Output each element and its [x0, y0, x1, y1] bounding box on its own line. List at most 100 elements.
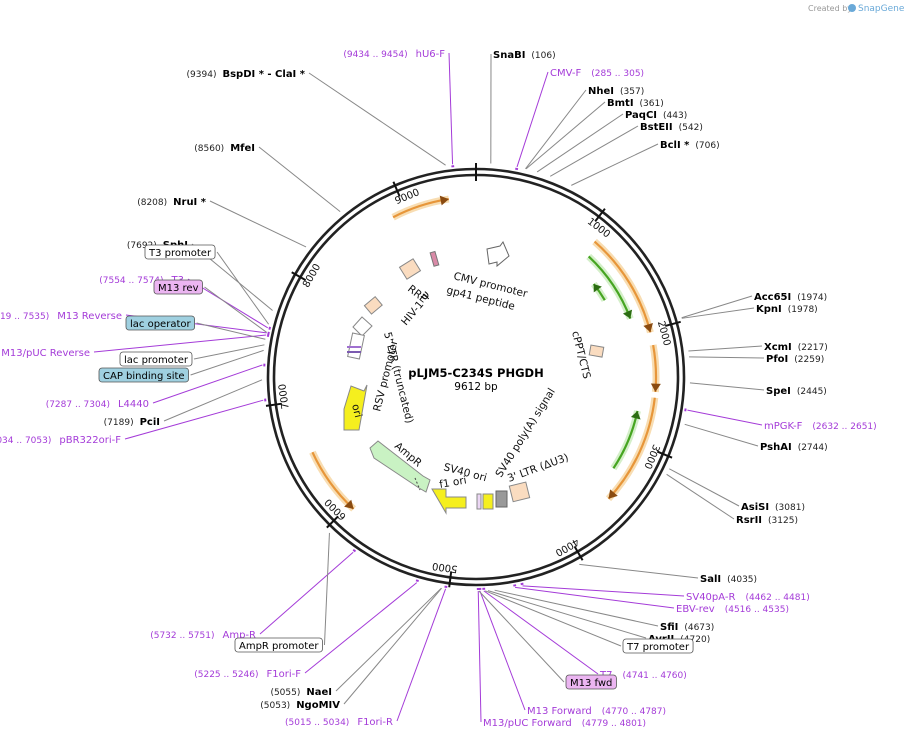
f1-ori-arrow[interactable]: [431, 488, 467, 515]
enzyme-site-10[interactable]: SpeI(2445): [766, 386, 827, 397]
sv40-ori-box[interactable]: [482, 493, 494, 510]
primer-label-2[interactable]: mPGK-F(2632 .. 2651): [764, 421, 877, 432]
primer-leader-7: [477, 590, 482, 723]
enzyme-position: (5055): [270, 688, 300, 698]
primer-label-13[interactable]: M13/pUC Reverse(7500 .. 7522): [0, 348, 90, 359]
cmv-promoter-arrow[interactable]: [486, 241, 510, 268]
enzyme-site-13[interactable]: RsrII(3125): [736, 515, 798, 526]
enzyme-site-18[interactable]: NgoMIV(5053): [260, 700, 340, 711]
enzyme-position: (7189): [104, 418, 134, 428]
enzyme-site-7[interactable]: KpnI(1978): [756, 304, 818, 315]
primer-label-7[interactable]: M13/pUC Forward(4779 .. 4801): [483, 718, 646, 729]
feature-box-7[interactable]: M13 fwd: [565, 674, 617, 690]
enzyme-site-14[interactable]: SalI(4035): [700, 574, 757, 585]
primer-label-1[interactable]: CMV-F(285 .. 305): [550, 68, 644, 79]
orf-arc-1000-glow: [592, 238, 654, 334]
primer-name: M13 Forward: [527, 706, 592, 717]
feature-box-bg: [125, 315, 195, 331]
enzyme-leader-22: [258, 146, 341, 213]
feature-box-1[interactable]: M13 rev: [153, 279, 203, 295]
inner-features: [343, 241, 605, 515]
feature-box-3[interactable]: lac promoter: [119, 351, 193, 367]
enzyme-site-0[interactable]: SnaBI(106): [493, 50, 556, 61]
feature-leader-2: [196, 322, 266, 340]
enzyme-site-2[interactable]: BmtI(361): [607, 98, 664, 109]
feature-box-label: T3 promoter: [148, 248, 212, 259]
rre-box[interactable]: [398, 258, 422, 280]
primer-range: (4770 .. 4787): [602, 707, 666, 717]
enzyme-position: (2259): [794, 355, 824, 365]
primer-name: F1ori-R: [357, 717, 393, 728]
orf-arrows: [263, 165, 687, 590]
primer-label-9[interactable]: F1ori-F(5225 .. 5246): [194, 669, 301, 680]
orf-arc-3000[interactable]: [607, 397, 656, 500]
feature-box-label: CAP binding site: [103, 371, 185, 382]
primer-label-6[interactable]: M13 Forward (4770 .. 4787): [527, 706, 666, 717]
enzyme-site-23[interactable]: BspDI * - ClaI *(9394): [187, 69, 306, 80]
primer-name: pBR322ori-F: [59, 435, 121, 446]
sv40-pa-strip[interactable]: [476, 493, 482, 510]
enzyme-site-12[interactable]: AsiSI(3081): [741, 502, 805, 513]
enzyme-site-5[interactable]: BclI *(706): [660, 140, 720, 151]
gp41-box[interactable]: [429, 250, 440, 267]
five-ltr-box[interactable]: [352, 316, 373, 337]
primer-label-14[interactable]: M13 Reverse(7519 .. 7535): [0, 311, 122, 322]
enzyme-leader-1: [525, 89, 587, 170]
enzyme-name: XcmI: [764, 342, 792, 353]
enzyme-name: PciI: [140, 417, 160, 428]
feature-box-label: lac promoter: [124, 355, 189, 366]
enzyme-position: (3081): [775, 503, 805, 513]
ori-arrow[interactable]: [343, 384, 368, 431]
enzyme-site-8[interactable]: XcmI(2217): [764, 342, 828, 353]
enzyme-site-6[interactable]: Acc65I(1974): [754, 292, 827, 303]
primer-label-11[interactable]: pBR322ori-F(7034 .. 7053): [0, 435, 121, 446]
primer-name: M13/pUC Forward: [483, 718, 572, 729]
feature-box-label: M13 fwd: [570, 678, 612, 689]
enzyme-site-15[interactable]: SfiI(4673): [660, 622, 714, 633]
enzyme-site-11[interactable]: PshAI(2744): [760, 442, 828, 453]
enzyme-position: (8208): [137, 198, 167, 208]
primer-range: (4516 .. 4535): [725, 605, 789, 615]
primer-label-0[interactable]: hU6-F(9434 .. 9454): [343, 49, 445, 60]
enzyme-site-22[interactable]: MfeI(8560): [194, 143, 255, 154]
orf-arc-1000[interactable]: [593, 240, 652, 333]
feature-box-4[interactable]: CAP binding site: [98, 367, 189, 383]
plasmid-length: 9612 bp: [454, 381, 498, 393]
enzyme-site-17[interactable]: NaeI(5055): [270, 687, 332, 698]
primer-label-4[interactable]: EBV-rev(4516 .. 4535): [676, 604, 789, 615]
enzyme-site-21[interactable]: NruI *(8208): [137, 197, 207, 208]
feature-leader-4: [190, 349, 264, 376]
primer-range: (7519 .. 7535): [0, 312, 49, 322]
enzyme-position: (8560): [194, 144, 224, 154]
hiv1-psi-box[interactable]: [363, 295, 383, 315]
enzyme-site-9[interactable]: PfoI(2259): [766, 354, 824, 365]
primer-label-8[interactable]: F1ori-R(5015 .. 5034): [285, 717, 393, 728]
feature-box-2[interactable]: lac operator: [125, 315, 195, 331]
cppt-box[interactable]: [588, 344, 605, 358]
enzyme-name: NheI: [588, 86, 614, 97]
feature-box-6[interactable]: T7 promoter: [622, 638, 694, 654]
enzyme-site-4[interactable]: BstEII(542): [640, 122, 703, 133]
enzyme-site-3[interactable]: PaqCI(443): [625, 110, 687, 121]
enzyme-leader-8: [688, 345, 763, 352]
feature-box-5[interactable]: AmpR promoter: [234, 637, 323, 653]
primer-leader-10: [259, 551, 354, 635]
feature-box-bg: [98, 367, 189, 383]
enzyme-leader-12: [669, 468, 740, 507]
sv40-polya-box[interactable]: [495, 490, 508, 508]
enzyme-site-19[interactable]: PciI (7189): [104, 417, 160, 428]
primer-label-12[interactable]: L4440(7287 .. 7304): [46, 399, 149, 410]
feature-leader-3: [193, 344, 265, 360]
three-ltr-box[interactable]: [508, 481, 531, 503]
tick-label-7000: 7000: [277, 383, 291, 410]
tick-mark-2000: [664, 320, 681, 327]
primer-leader-3: [522, 585, 685, 597]
feature-box-0[interactable]: T3 promoter: [144, 244, 216, 260]
feature-box-label: M13 rev: [158, 283, 199, 294]
enzyme-name: SpeI: [766, 386, 791, 397]
enzyme-name: BmtI: [607, 98, 634, 109]
primer-label-3[interactable]: SV40pA-R(4462 .. 4481): [686, 592, 810, 603]
primer-label-10[interactable]: Amp-R(5732 .. 5751): [150, 630, 256, 641]
feature-box-bg: [622, 638, 694, 654]
enzyme-site-1[interactable]: NheI(357): [588, 86, 644, 97]
